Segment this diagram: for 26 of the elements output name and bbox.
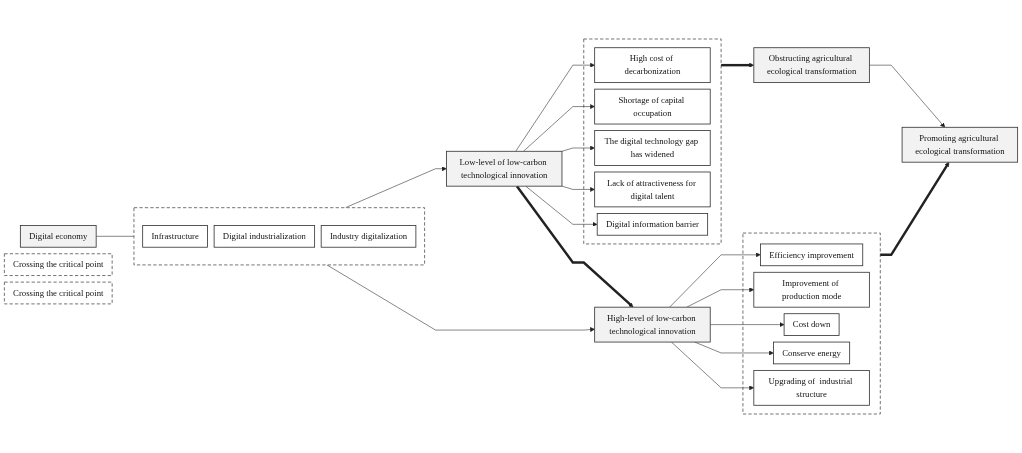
node-box: Digital information barrier — [596, 213, 709, 236]
node-box: Promoting agricultural ecological transformation — [901, 126, 1019, 163]
node-box: Lack of attractiveness for digital talent — [594, 171, 711, 208]
arrow — [721, 62, 755, 68]
node-box: Efficiency improvement — [760, 243, 864, 267]
node-box: The digital technology gap has widened — [594, 130, 711, 166]
node-box: High cost of decarbonization — [594, 47, 711, 83]
cluster — [742, 232, 881, 415]
cluster — [583, 38, 722, 245]
node-box: Infrastructure — [142, 225, 208, 248]
arrow — [880, 161, 950, 257]
node-box: Improvement of production mode — [753, 271, 870, 308]
node-box: Low-level of low-carbon technological innovation — [446, 150, 563, 187]
node-box: Cost down — [783, 313, 840, 336]
node-box: Digital economy — [19, 225, 97, 248]
connector — [95, 236, 135, 237]
node-box: Digital industrialization — [213, 225, 316, 248]
node-box: Shortage of capital occupation — [594, 88, 711, 125]
node-box: Crossing the critical point — [3, 281, 113, 305]
node-box: Obstructing agricultural ecological transformation — [753, 47, 870, 83]
node-box: Conserve energy — [773, 341, 851, 365]
node-box: High-level of low-carbon technological innovation — [594, 306, 711, 343]
node-box: Upgrading of industrial structure — [753, 370, 870, 406]
cluster — [133, 207, 425, 266]
node-box: Crossing the critical point — [3, 253, 113, 276]
node-box: Industry digitalization — [320, 225, 417, 248]
